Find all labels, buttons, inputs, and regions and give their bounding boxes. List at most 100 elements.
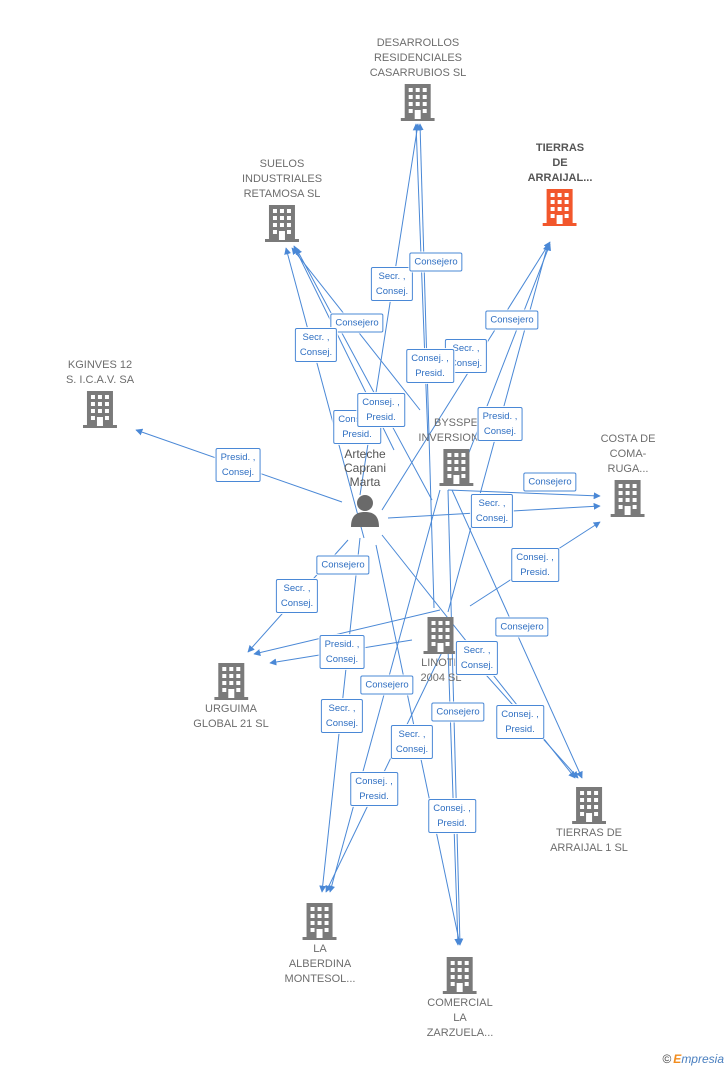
relation-role: Presid. , <box>220 452 256 463</box>
copyright-symbol: © <box>662 1052 672 1066</box>
relation-role: Consej. <box>449 358 483 369</box>
building-icon <box>439 448 473 486</box>
relation-label[interactable]: Consejero <box>360 675 414 695</box>
relation-edge <box>253 609 441 656</box>
relation-role: Secr. , <box>283 583 311 594</box>
building-icon <box>572 786 606 824</box>
relation-role: Presid. <box>520 567 550 578</box>
building-icon <box>443 956 477 994</box>
relation-label[interactable]: Secr. , Consej. <box>275 579 319 613</box>
relation-role: Presid. <box>342 429 372 440</box>
relation-role: Consej. <box>375 286 409 297</box>
relation-role: Presid. <box>505 724 535 735</box>
relation-label[interactable]: Consejero <box>316 555 370 575</box>
node-name-line: TIERRAS <box>535 142 585 154</box>
relation-edge <box>412 123 429 441</box>
relation-label[interactable]: Consej. ,Presid. <box>350 772 398 806</box>
node-name-line: ZARZUELA... <box>426 1027 494 1039</box>
relation-label[interactable]: Presid. ,Consej. <box>319 635 365 669</box>
relation-label[interactable]: Secr. , Consej. <box>370 267 414 301</box>
node-name-line: COMA- <box>609 448 647 460</box>
node-name-line: RUGA... <box>607 463 649 475</box>
node-name-line: BYSSPE <box>433 417 479 429</box>
brand-footer: ©Empresia <box>662 1052 724 1066</box>
person-icon <box>348 491 382 529</box>
node-name-line: SUELOS <box>259 158 305 170</box>
node-name-line: INDUSTRIALES <box>241 173 323 185</box>
node-name-line: Marta <box>349 475 381 489</box>
relation-edge <box>455 243 551 487</box>
relation-label[interactable]: Consejero <box>495 617 549 637</box>
relation-label[interactable]: Consejero <box>431 702 485 722</box>
relation-role: Secr. , <box>398 729 426 740</box>
relation-role: Consej. , <box>516 552 554 563</box>
relation-role: Presid. , <box>324 639 360 650</box>
relation-label[interactable]: Consejero <box>330 313 384 333</box>
node-name-line: INVERSIONES <box>418 432 494 444</box>
relation-role: Consej. , <box>501 709 539 720</box>
relation-role: Secr. , <box>478 498 506 509</box>
node-name-line: Caprani <box>343 461 387 475</box>
relation-role: Consejero <box>528 476 572 488</box>
relation-label[interactable]: Secr. ,Consej. <box>390 725 434 759</box>
brand-logo-text: mpresia <box>681 1052 724 1066</box>
relation-role: Consejero <box>436 706 480 718</box>
relation-label[interactable]: Consej. , Presid. <box>428 799 476 833</box>
relation-label[interactable]: Secr. ,Consej. <box>455 641 499 675</box>
node-name-line: CASARRUBIOS SL <box>369 67 467 79</box>
node-name-line: URGUIMA <box>205 703 257 715</box>
relation-role: Consej. , <box>433 803 471 814</box>
relation-label[interactable]: Presid. ,Consej. <box>215 448 261 482</box>
node-name-line: ALBERDINA <box>288 958 352 970</box>
relation-role: Presid. <box>415 368 445 379</box>
node-name-line: TIERRAS DE <box>555 827 623 839</box>
relation-role: Presid. <box>437 818 467 829</box>
relation-role: Consej. <box>280 598 314 609</box>
relation-role: Consej. , <box>355 776 393 787</box>
relation-label[interactable]: Consejero <box>523 472 577 492</box>
relation-label[interactable]: Secr. ,Consej. <box>294 328 338 362</box>
relation-label[interactable]: Presid. ,Consej. <box>477 407 523 441</box>
relation-role: Consejero <box>490 314 534 326</box>
company-node-byssp[interactable]: BYSSPE INVERSIONES <box>418 416 494 488</box>
relation-role: Consejero <box>365 679 409 691</box>
relation-label[interactable]: Consej. ,Presid. <box>406 349 454 383</box>
node-name-line: LA <box>313 943 327 955</box>
building-icon <box>303 902 337 940</box>
relation-edge <box>325 647 445 893</box>
relation-role: Consej. <box>299 347 333 358</box>
relation-label[interactable]: Consej. ,Presid. <box>357 393 405 427</box>
relation-label[interactable]: Consej. , Presid. <box>511 548 559 582</box>
node-name: BYSSPE INVERSIONES <box>418 416 493 446</box>
relation-label[interactable]: Consejero <box>409 252 463 272</box>
relation-label[interactable]: Secr. ,Consej. <box>470 494 514 528</box>
relation-label[interactable]: Consejero <box>485 310 539 330</box>
relation-label[interactable]: Consej. , Presid. <box>496 705 544 739</box>
relation-edge <box>284 247 365 539</box>
relation-label[interactable]: Secr. ,Consej. <box>320 699 364 733</box>
relation-role: Secr. , <box>378 271 406 282</box>
relationship-edges <box>135 123 601 946</box>
relation-role: Consej. <box>325 718 359 729</box>
relation-role: Consej. , <box>338 414 376 425</box>
